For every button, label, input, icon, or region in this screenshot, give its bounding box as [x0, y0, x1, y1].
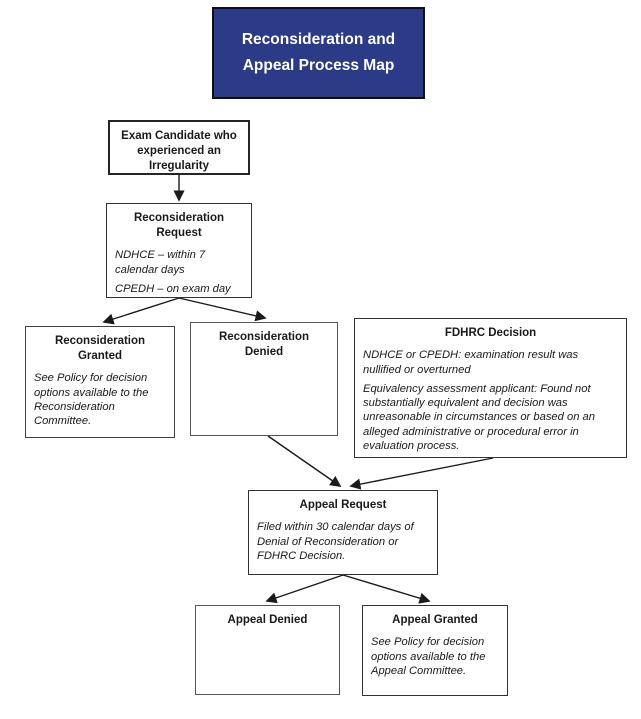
node-reconsideration-granted: Reconsideration Granted See Policy for d… [25, 326, 175, 438]
node-appeal-request-body: Filed within 30 calendar days of Denial … [257, 521, 414, 562]
node-reconsideration-request-title: Reconsideration Request [133, 212, 225, 240]
connector-request-to-granted [102, 297, 180, 325]
node-exam-candidate-title: Exam Candidate who experienced an Irregu… [121, 130, 237, 173]
node-appeal-request-title: Appeal Request [299, 499, 387, 511]
node-fdhrc-decision: FDHRC Decision NDHCE or CPEDH: examinati… [354, 318, 627, 458]
node-reconsideration-request-body: NDHCE – within 7 calendar days [115, 249, 206, 276]
node-fdhrc-decision-title: FDHRC Decision [444, 327, 537, 339]
connector-fdhrc-to-appeal-request [349, 457, 494, 490]
connector-request-to-denied [178, 297, 267, 322]
node-reconsideration-denied: Reconsideration Denied [190, 322, 338, 436]
node-fdhrc-decision-body: Equivalency assessment applicant: Found … [363, 382, 595, 453]
node-appeal-granted: Appeal Granted See Policy for decision o… [362, 605, 508, 696]
node-appeal-request: Appeal Request Filed within 30 calendar … [248, 490, 438, 575]
node-reconsideration-denied-title: Reconsideration Denied [218, 331, 310, 359]
page-title: Reconsideration and Appeal Process Map [241, 31, 396, 74]
connector-denied-to-appeal-request [267, 435, 342, 487]
node-appeal-denied: Appeal Denied [195, 605, 340, 695]
title-banner: Reconsideration and Appeal Process Map [212, 7, 425, 99]
node-appeal-granted-title: Appeal Granted [392, 614, 478, 626]
node-exam-candidate: Exam Candidate who experienced an Irregu… [108, 120, 250, 175]
node-appeal-denied-title: Appeal Denied [227, 614, 308, 626]
node-fdhrc-decision-body: NDHCE or CPEDH: examination result was n… [363, 349, 579, 376]
node-reconsideration-request-body: CPEDH – on exam day [115, 283, 231, 295]
connector-appeal-request-to-appeal-granted [342, 574, 431, 604]
node-reconsideration-granted-title: Reconsideration Granted [54, 335, 146, 363]
node-appeal-granted-body: See Policy for decision options availabl… [371, 636, 486, 677]
node-reconsideration-granted-body: See Policy for decision options availabl… [34, 372, 149, 428]
node-reconsideration-request: Reconsideration Request NDHCE – within 7… [106, 203, 252, 298]
connector-appeal-request-to-appeal-denied [265, 574, 344, 604]
